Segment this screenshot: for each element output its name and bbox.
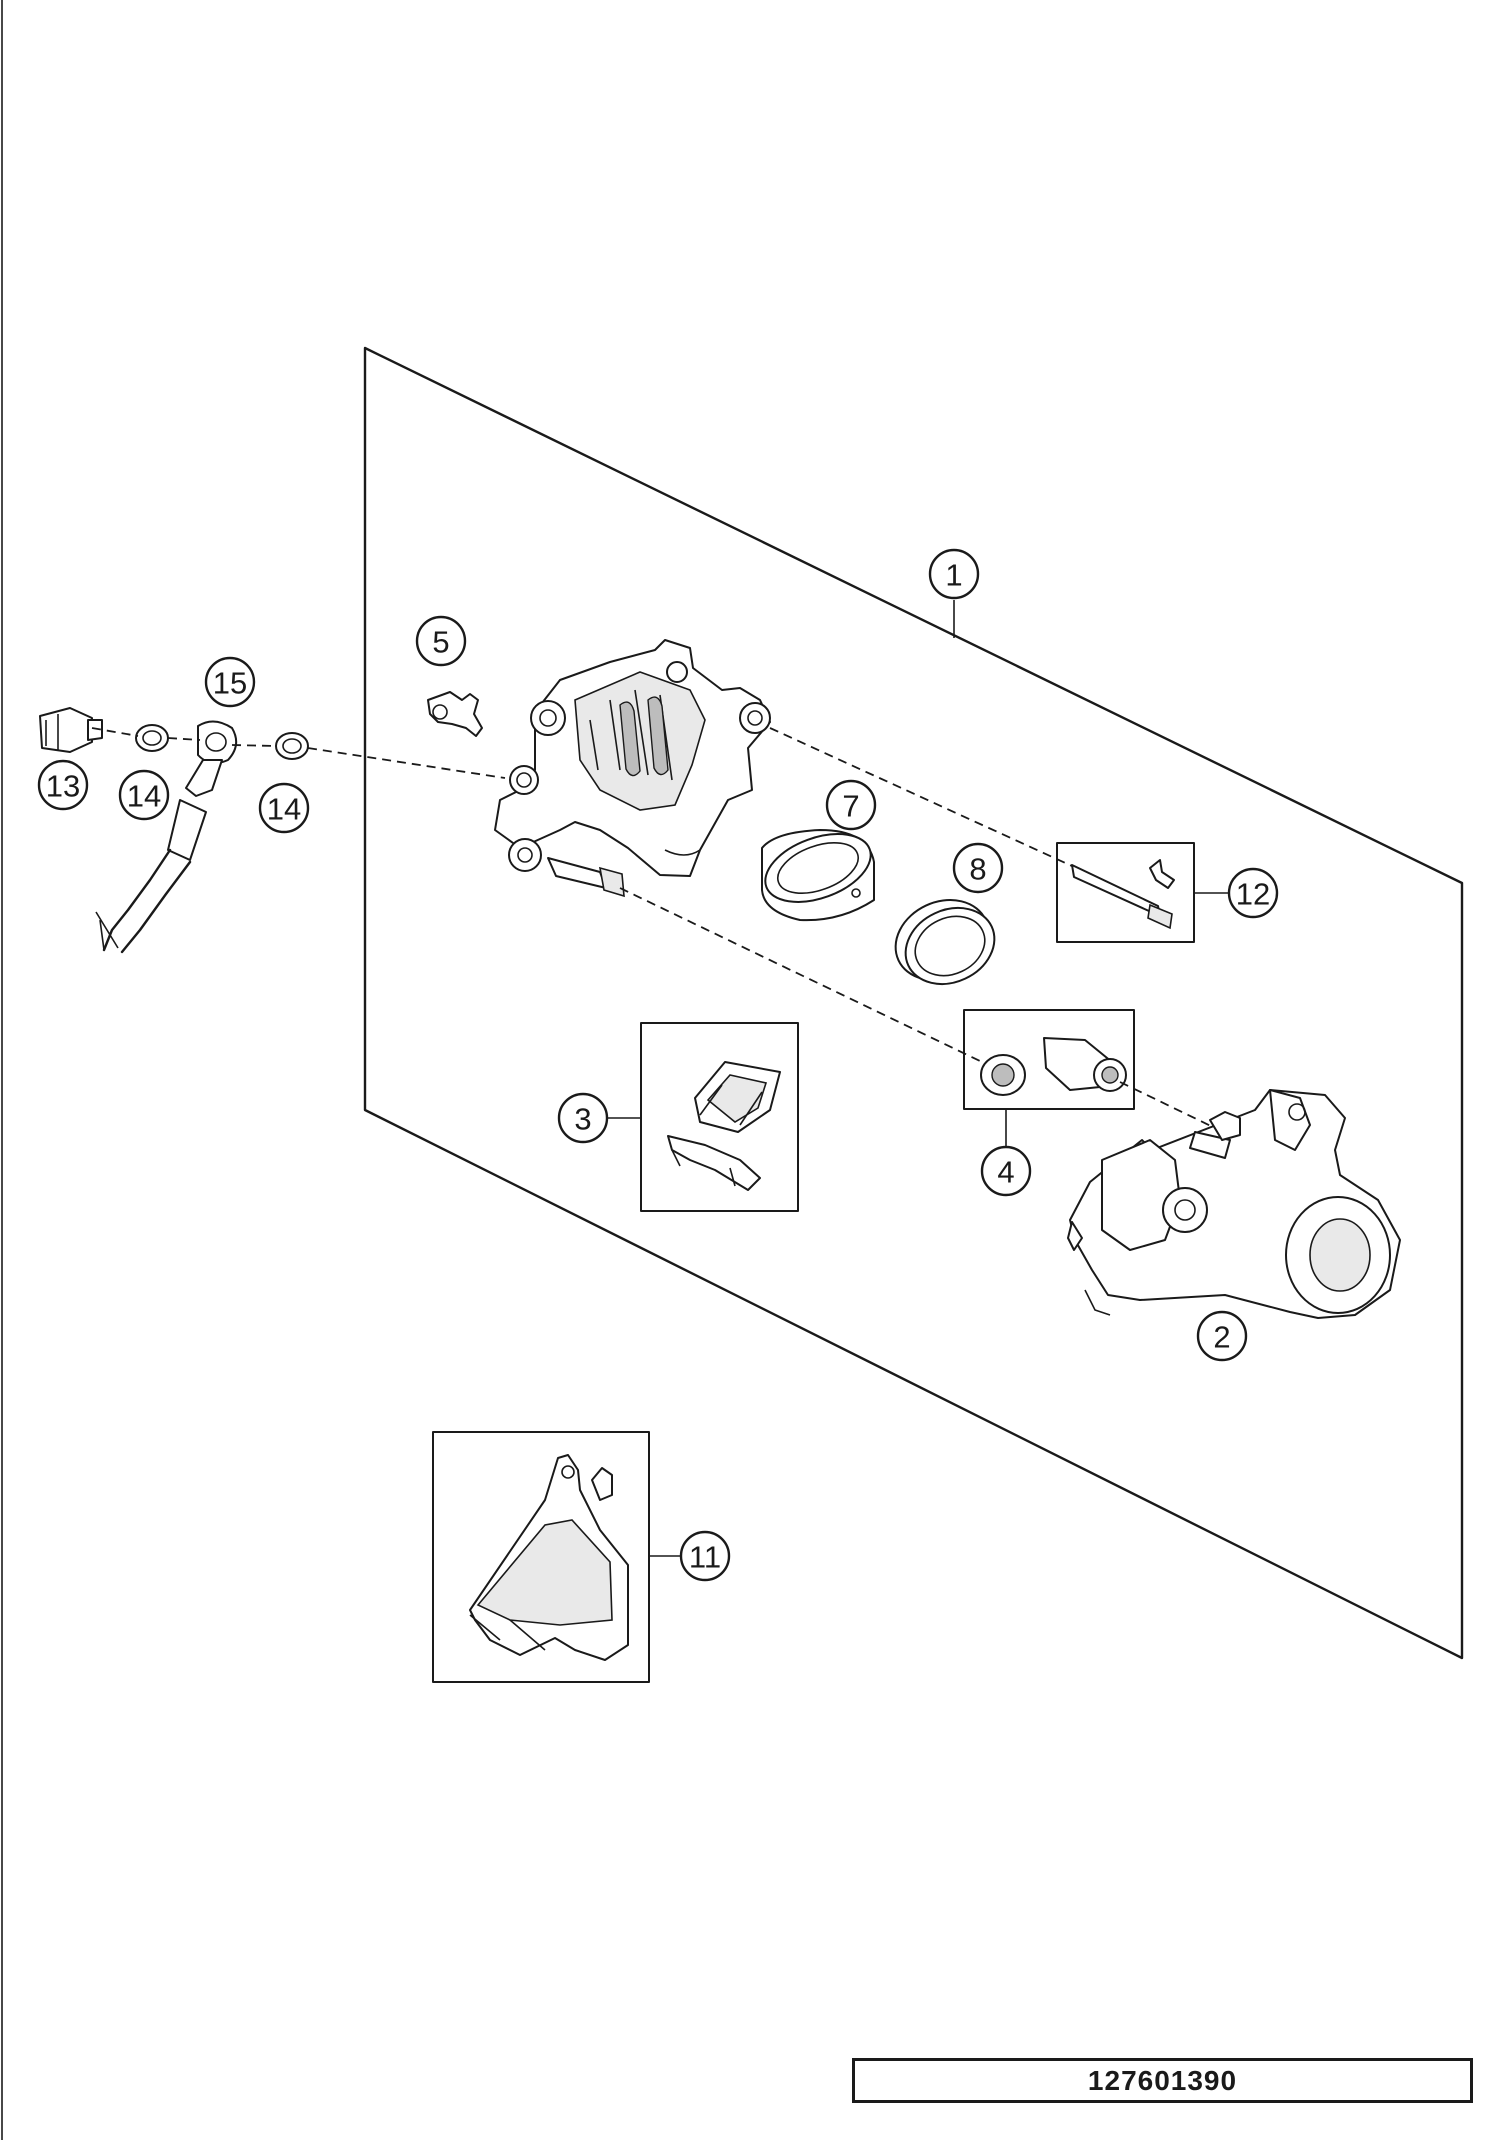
seal-rings (894, 899, 996, 985)
callout-3: 3 (557, 1092, 609, 1144)
svg-text:3: 3 (574, 1102, 591, 1137)
callout-13: 13 (37, 759, 89, 811)
callout-5: 5 (415, 615, 467, 667)
svg-text:15: 15 (213, 666, 247, 701)
svg-text:2: 2 (1213, 1320, 1230, 1355)
caliper-body (494, 639, 771, 898)
assembly-lines (91, 727, 1216, 1129)
svg-text:5: 5 (432, 625, 449, 660)
brake-hose-assembly (39, 707, 309, 954)
svg-text:14: 14 (267, 792, 301, 827)
callout-11: 11 (679, 1530, 731, 1582)
leader-lines (607, 600, 1232, 1557)
svg-text:13: 13 (46, 769, 80, 804)
svg-text:8: 8 (969, 852, 986, 887)
svg-text:7: 7 (842, 789, 859, 824)
pad-spring-inset (640, 1022, 799, 1212)
assembly-boundary (363, 346, 1464, 1660)
brake-pads-inset (432, 1431, 650, 1683)
callout-12: 12 (1227, 867, 1279, 919)
svg-text:1: 1 (945, 558, 962, 593)
callout-14-right: 14 (258, 782, 310, 834)
svg-text:12: 12 (1236, 877, 1270, 912)
svg-text:14: 14 (127, 779, 161, 814)
callout-14-left: 14 (118, 769, 170, 821)
caliper-bracket (1067, 1089, 1401, 1319)
slide-bolt-inset (963, 1009, 1135, 1110)
callout-8: 8 (952, 842, 1004, 894)
svg-text:11: 11 (689, 1540, 721, 1575)
piston (761, 829, 875, 922)
callout-2: 2 (1196, 1310, 1248, 1362)
reference-number-box: 127601390 (852, 2058, 1473, 2103)
callout-15: 15 (204, 656, 256, 708)
svg-text:4: 4 (997, 1155, 1014, 1190)
pin-set-inset (1056, 842, 1195, 943)
bleeder-valve (427, 691, 483, 737)
callouts: 1 2 3 4 5 7 8 11 (37, 548, 1279, 1582)
callout-7: 7 (825, 779, 877, 831)
callout-1: 1 (928, 548, 980, 600)
callout-4: 4 (980, 1145, 1032, 1197)
reference-number: 127601390 (1087, 2064, 1238, 2096)
